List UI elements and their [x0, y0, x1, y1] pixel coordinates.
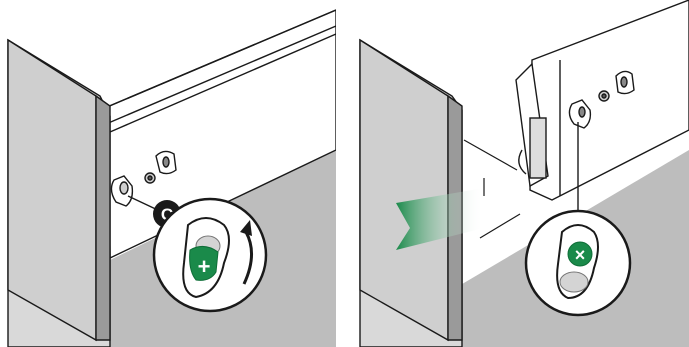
detail-magnifier-tighten: + — [154, 199, 266, 311]
runner — [464, 140, 517, 170]
step-panel-remove: × — [352, 0, 689, 347]
indicator-symbol-cross: × — [575, 245, 586, 265]
detail-magnifier-remove: × — [526, 211, 630, 315]
drawer-front — [360, 40, 462, 347]
drawer-front — [8, 40, 110, 347]
indicator-symbol-plus: + — [198, 254, 211, 279]
step-panel-tighten: C + — [0, 0, 336, 347]
remove-illustration: × — [352, 0, 689, 347]
tighten-illustration: C + — [0, 0, 336, 347]
